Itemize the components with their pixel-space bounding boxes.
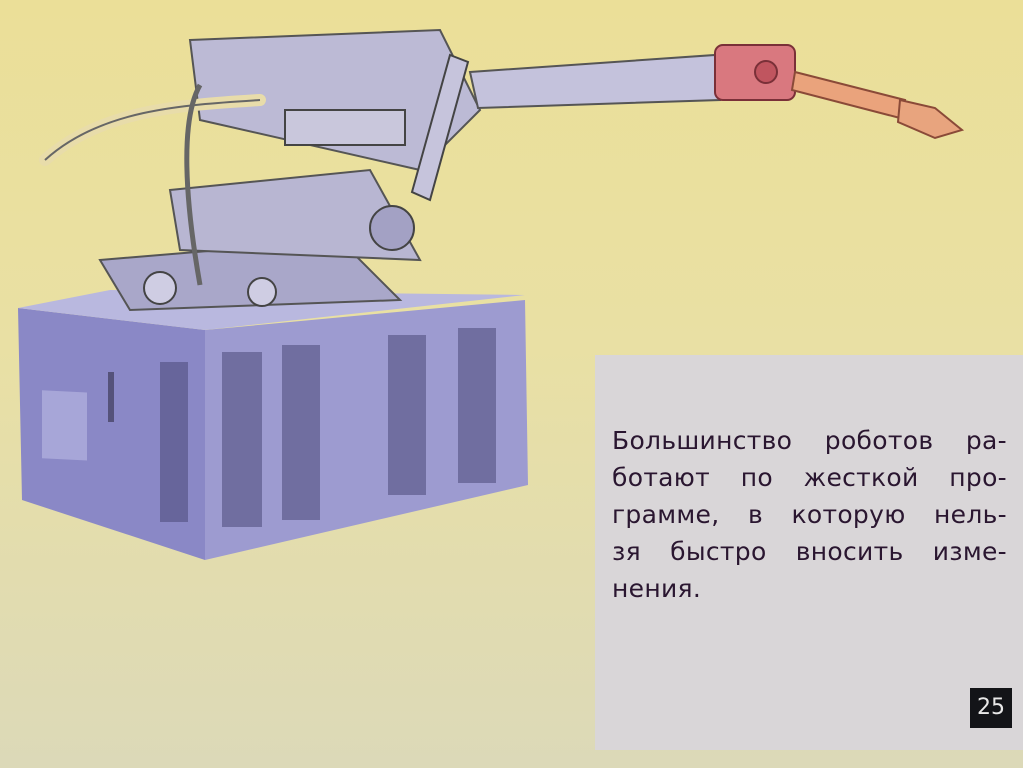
page-number: 25 [970, 688, 1012, 728]
caption-line: нения. [612, 574, 702, 603]
welding-torch [896, 98, 965, 140]
caption-line: Большинство роботов ра- [612, 426, 1007, 455]
caption-text: Большинство роботов ра- ботают по жестко… [612, 422, 1007, 607]
caption-panel [595, 355, 1023, 750]
control-cabinet [18, 290, 528, 560]
robot-arm [39, 28, 965, 312]
caption-line: ботают по жесткой про- [612, 463, 1007, 492]
vent-grilles [160, 328, 496, 527]
caption-line: зя быстро вносить изме- [612, 537, 1007, 566]
cabinet-door [42, 390, 87, 461]
caption-line: грамме, в которую нель- [612, 500, 1007, 529]
